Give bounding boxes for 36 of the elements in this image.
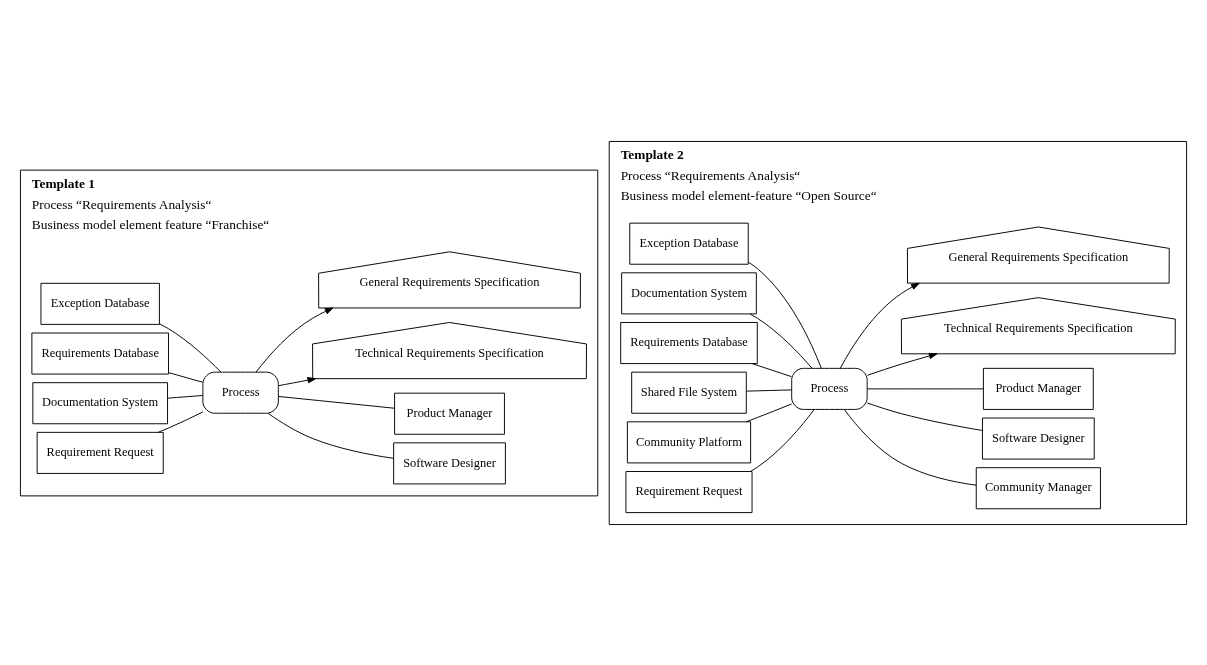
connector <box>278 395 395 409</box>
connector <box>751 362 792 377</box>
node-box: Documentation System <box>621 271 757 314</box>
arrow <box>255 307 334 372</box>
node-box: Shared File System <box>631 371 747 414</box>
node-box: Requirement Request <box>625 470 753 513</box>
connector <box>750 408 815 472</box>
node-box: Product Manager <box>394 392 505 435</box>
node-box: Requirements Database <box>620 321 758 364</box>
node-box: Process <box>202 371 279 414</box>
node-box: Software Designer <box>393 441 506 484</box>
arrow <box>839 282 920 369</box>
node-box: Exception Database <box>629 222 749 265</box>
node-box: Requirements Database <box>31 332 169 375</box>
connector <box>747 261 822 369</box>
connector <box>749 313 813 369</box>
node-box: Software Designer <box>981 417 1095 460</box>
node-box: Requirement Request <box>36 431 164 474</box>
connector <box>745 403 793 422</box>
connector <box>866 402 983 431</box>
node-box: Documentation System <box>32 381 168 424</box>
arrow <box>278 376 316 386</box>
node-box: Community Manager <box>975 466 1101 509</box>
connector <box>866 387 984 389</box>
connector <box>168 371 204 383</box>
connector <box>746 388 792 392</box>
connector <box>844 408 977 486</box>
node-box: Exception Database <box>40 282 160 325</box>
connector <box>267 412 394 459</box>
node-box: Community Platform <box>626 420 752 463</box>
node-box: Process <box>791 367 868 410</box>
node-box: Product Manager <box>982 367 1094 410</box>
connector <box>159 322 222 372</box>
connector <box>167 394 204 399</box>
connector <box>157 411 204 433</box>
arrow <box>867 352 938 376</box>
